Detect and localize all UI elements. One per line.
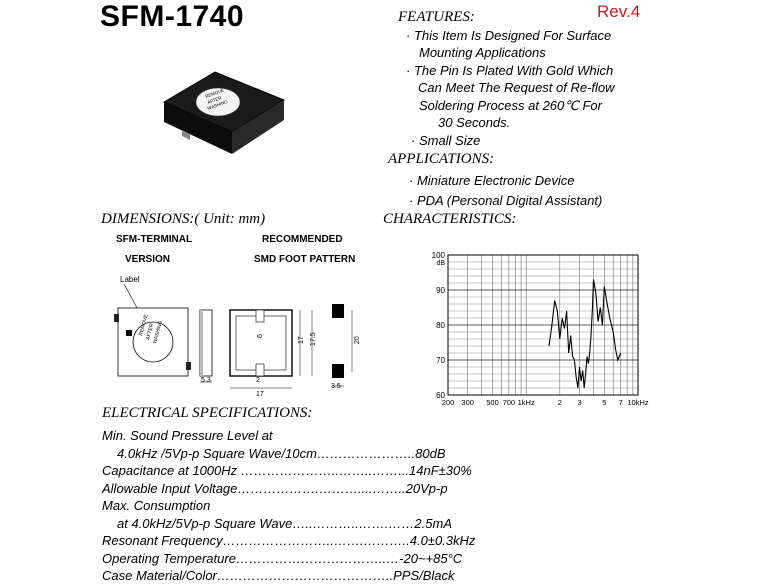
sticker-line: WASHING <box>152 320 164 345</box>
sticker-line: AFTER <box>145 323 155 341</box>
application-line: · Miniature Electronic Device <box>409 173 575 188</box>
response-curve <box>548 279 622 389</box>
dim-17-bottom: 17 <box>256 391 264 398</box>
x-tick-label: 3 <box>577 398 581 407</box>
sticker-line: REMOVE <box>138 313 150 336</box>
x-tick-label: 7 <box>619 398 623 407</box>
x-tick-label: 300 <box>461 398 474 407</box>
feature-line: Soldering Process at 260℃ For <box>419 98 602 113</box>
feature-line: Can Meet The Request of Re-flow <box>418 80 615 95</box>
x-tick-label: 700 <box>503 398 516 407</box>
dim-5-3: 5.3 <box>201 377 211 384</box>
pattern-label: RECOMMENDED <box>262 234 343 245</box>
y-axis-label: dB <box>436 260 445 267</box>
dim-17-side: 17 <box>298 336 305 344</box>
revision-label: Rev.4 <box>597 2 641 21</box>
product-sticker-line: REMOVE <box>205 88 225 99</box>
feature-line: 30 Seconds. <box>438 115 511 130</box>
terminal-label: SFM-TERMINAL <box>116 234 193 245</box>
spec-line: Min. Sound Pressure Level at <box>102 428 273 443</box>
spec-line: at 4.0kHz/5Vp-p Square Wave…..………..…….……… <box>117 516 452 531</box>
y-tick-label: 80 <box>436 321 445 330</box>
spec-line: Resonant Frequency……………………..…….………..4.0±… <box>102 533 476 548</box>
terminal-label: VERSION <box>125 254 171 265</box>
electrical-heading: ELECTRICAL SPECIFICATIONS: <box>102 405 313 421</box>
x-tick-label: 1kHz <box>518 398 535 407</box>
pattern-label: SMD FOOT PATTERN <box>254 254 356 265</box>
feature-line: · Small Size <box>411 133 481 148</box>
dimension-drawing: Label REMOVE AFTER WASHING 5.3 17 2 6 17… <box>114 275 361 398</box>
applications-heading: APPLICATIONS: <box>388 151 495 167</box>
features-heading: FEATURES: <box>398 9 475 25</box>
y-tick-label: 90 <box>436 286 445 295</box>
dim-3-5: 3.5 <box>331 383 341 390</box>
application-line: · PDA (Personal Digital Assistant) <box>409 193 603 208</box>
dim-20: 20 <box>354 336 361 344</box>
feature-line: · This Item Is Designed For Surface <box>406 28 612 43</box>
x-tick-label: 200 <box>442 398 455 407</box>
x-tick-label: 2 <box>558 398 562 407</box>
y-tick-label: 100 <box>432 251 446 260</box>
spec-line: Max. Consumption <box>102 498 211 513</box>
spec-line: Operating Temperature……………………………..…-20~+… <box>102 551 463 566</box>
feature-line: · The Pin Is Plated With Gold Which <box>406 63 614 78</box>
spec-line: 4.0kHz /5Vp-p Square Wave/10cm…………………..8… <box>117 446 446 461</box>
spec-line: Capacitance at 1000Hz …………………..……..……...… <box>102 463 472 478</box>
label-callout: Label <box>120 275 140 284</box>
x-tick-label: 5 <box>602 398 606 407</box>
product-image: REMOVE AFTER WASHING <box>162 71 285 154</box>
dimensions-heading: DIMENSIONS:( Unit: mm) <box>101 211 266 227</box>
y-tick-label: 70 <box>436 356 445 365</box>
characteristics-heading: CHARACTERISTICS: <box>383 211 517 227</box>
x-tick-label: 500 <box>486 398 499 407</box>
plot-frame <box>447 254 639 396</box>
spec-line: Case Material/Color…………………………………..PPS/Bl… <box>102 568 455 583</box>
feature-line: Mounting Applications <box>419 45 546 60</box>
dim-2: 2 <box>256 377 260 384</box>
product-sticker-line: AFTER <box>207 95 223 105</box>
dim-17-5: 17.5 <box>310 332 317 346</box>
spec-line: Allowable Input Voltage……………….………....…….… <box>102 481 448 496</box>
page-title: SFM-1740 <box>100 0 245 33</box>
y-tick-label: 60 <box>436 391 445 400</box>
dim-6: 6 <box>257 334 264 338</box>
x-tick-label: 10kHz <box>627 398 649 407</box>
